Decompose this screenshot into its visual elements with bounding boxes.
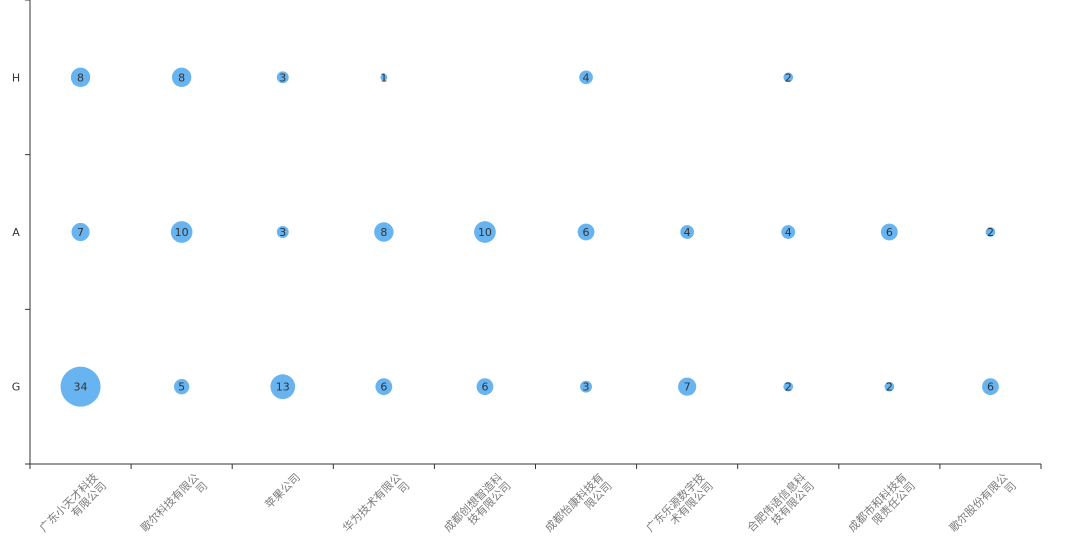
bubble-value-label: 6 bbox=[481, 381, 488, 394]
bubble-point[interactable] bbox=[579, 70, 593, 85]
bubble-value-label: 6 bbox=[583, 226, 590, 239]
bubble-point[interactable] bbox=[783, 381, 794, 392]
bubble-value-label: 5 bbox=[178, 381, 185, 394]
x-axis-ticks: 广东小天才科技有限公司歌尔科技有限公司 苹果公司华为技术有限公司成都创想智造科技有… bbox=[29, 464, 1042, 543]
bubble-value-label: 6 bbox=[886, 226, 893, 239]
bubble-point[interactable] bbox=[985, 227, 996, 237]
bubble-value-label: 4 bbox=[684, 226, 691, 239]
y-axis-ticks: G A H bbox=[12, 0, 30, 465]
bubble-value-label: 2 bbox=[987, 226, 994, 239]
bubble-value-label: 3 bbox=[279, 226, 286, 239]
bubble-value-label: 4 bbox=[583, 71, 590, 84]
bubble-value-label: 1 bbox=[380, 71, 387, 84]
bubble-value-label: 8 bbox=[178, 71, 185, 84]
bubble-value-label: 7 bbox=[77, 226, 84, 239]
bubble-point[interactable] bbox=[884, 381, 895, 392]
x-tick-label: 广东小天才科技有限公司 bbox=[36, 470, 109, 543]
bubble-point[interactable] bbox=[276, 71, 289, 84]
bubble-value-label: 10 bbox=[478, 226, 492, 239]
x-tick-label: 苹果公司 bbox=[262, 470, 303, 511]
bubble-point[interactable] bbox=[880, 223, 898, 241]
bubble-value-label: 34 bbox=[74, 381, 88, 394]
bubble-value-label: 2 bbox=[785, 71, 792, 84]
x-tick-label: 歌尔股份有限公司 bbox=[946, 470, 1019, 543]
x-tick-label: 歌尔科技有限公司 bbox=[137, 470, 210, 543]
bubble-point[interactable] bbox=[781, 225, 796, 239]
bubble-point[interactable] bbox=[171, 67, 192, 88]
bubble-value-label: 6 bbox=[987, 381, 994, 394]
bubble-value-label: 8 bbox=[77, 71, 84, 84]
bubble-value-label: 3 bbox=[583, 381, 590, 394]
bubbles: 8 8 3 1 4 2 7 10 3 8 10 6 4 4 6 2 34 5 13 6 6 3 7 2 2 6 bbox=[60, 67, 999, 407]
bubble-value-label: 3 bbox=[279, 71, 286, 84]
bubble-point[interactable] bbox=[577, 223, 595, 241]
y-tick-label: A bbox=[12, 226, 20, 239]
bubble-point[interactable] bbox=[374, 222, 394, 242]
x-tick-label: 成都市和科技有限责任公司 bbox=[845, 470, 918, 543]
bubble-value-label: 2 bbox=[886, 381, 893, 394]
bubble-point[interactable] bbox=[173, 378, 190, 395]
bubble-value-label: 4 bbox=[785, 226, 792, 239]
bubble-point[interactable] bbox=[474, 221, 496, 243]
bubble-value-label: 8 bbox=[380, 226, 387, 239]
bubble-point[interactable] bbox=[71, 222, 90, 242]
bubble-value-label: 7 bbox=[684, 381, 691, 394]
bubble-point[interactable] bbox=[476, 378, 494, 396]
bubble-value-label: 13 bbox=[276, 381, 290, 394]
y-tick-label: G bbox=[12, 381, 21, 394]
bubble-point[interactable] bbox=[783, 72, 794, 83]
bubble-point[interactable] bbox=[982, 378, 999, 396]
x-tick-label: 成都创想智造科技有限公司 bbox=[441, 470, 514, 543]
bubble-point[interactable] bbox=[60, 366, 101, 407]
bubble-point[interactable] bbox=[270, 374, 296, 400]
x-tick-label: 合肥伟语信息科技有限公司 bbox=[744, 470, 817, 543]
bubble-point[interactable] bbox=[276, 226, 289, 238]
y-tick-label: H bbox=[12, 71, 20, 84]
x-tick-label: 广东乐源数字技术有限公司 bbox=[643, 470, 716, 543]
x-tick-label: 华为技术有限公司 bbox=[340, 470, 413, 543]
bubble-value-label: 6 bbox=[380, 381, 387, 394]
bubble-value-label: 2 bbox=[785, 381, 792, 394]
bubble-value-label: 10 bbox=[175, 226, 189, 239]
bubble-point[interactable] bbox=[380, 73, 388, 81]
bubble-point[interactable] bbox=[375, 378, 393, 396]
bubble-point[interactable] bbox=[678, 377, 697, 396]
bubble-point[interactable] bbox=[580, 380, 592, 393]
bubble-point[interactable] bbox=[70, 67, 91, 88]
x-tick-label: 成都怡康科技有限公司 bbox=[542, 470, 615, 543]
bubble-point[interactable] bbox=[680, 225, 695, 239]
bubble-point[interactable] bbox=[170, 221, 193, 243]
